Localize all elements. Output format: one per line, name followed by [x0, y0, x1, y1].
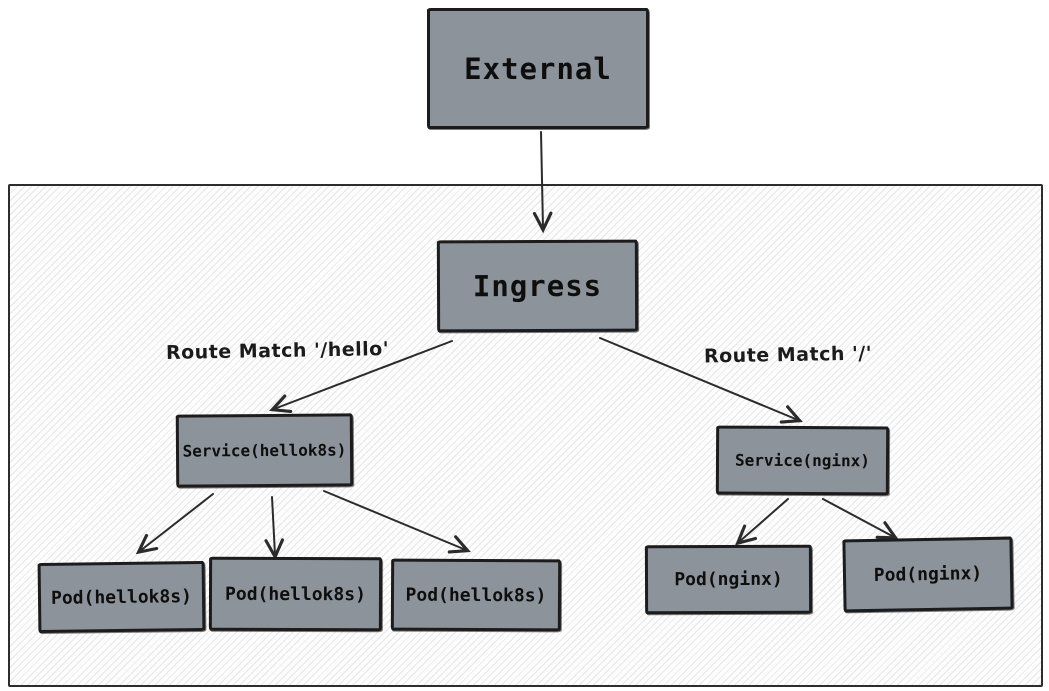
node-external: External: [427, 8, 649, 129]
node-pod-hellok8s-2: Pod(hellok8s): [208, 556, 383, 632]
node-pod-nginx-1: Pod(nginx): [644, 544, 813, 615]
node-pod-nginx-2: Pod(nginx): [842, 536, 1014, 613]
edge-label-route-root: Route Match '/': [703, 342, 873, 368]
node-ingress: Ingress: [436, 239, 639, 333]
node-pod-hellok8s-1: Pod(hellok8s): [37, 560, 206, 634]
node-pod-hellok8s-3: Pod(hellok8s): [390, 558, 562, 632]
node-service-nginx: Service(nginx): [715, 425, 890, 496]
node-service-hellok8s: Service(hellok8s): [175, 413, 354, 488]
edge-label-route-hello: Route Match '/hello': [165, 338, 390, 364]
